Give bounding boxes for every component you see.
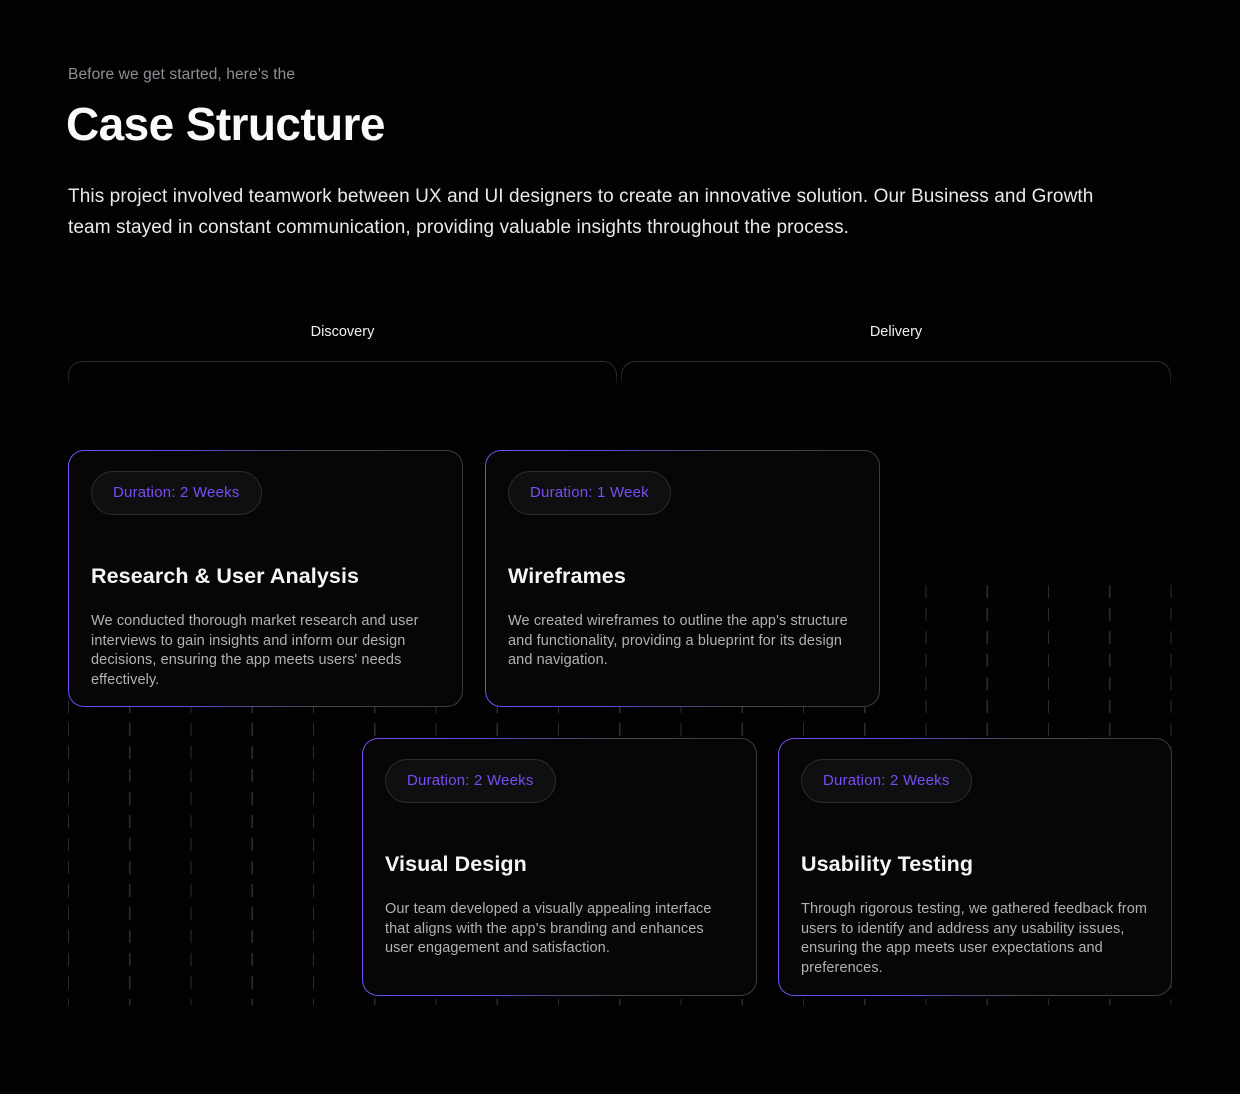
duration-badge: Duration: 2 Weeks: [801, 759, 972, 803]
phase-card-usability-testing: Duration: 2 Weeks Usability Testing Thro…: [778, 738, 1172, 996]
duration-badge-label: Duration: 2 Weeks: [407, 772, 534, 789]
phase-bracket-delivery: [621, 361, 1171, 387]
duration-badge: Duration: 2 Weeks: [385, 759, 556, 803]
phase-bracket-discovery: [68, 361, 617, 387]
card-description: Through rigorous testing, we gathered fe…: [801, 901, 1148, 976]
duration-badge-label: Duration: 2 Weeks: [113, 484, 240, 501]
page-title: Case Structure: [66, 98, 385, 150]
card-description: We conducted thorough market research an…: [91, 613, 419, 688]
duration-badge: Duration: 1 Week: [508, 471, 671, 515]
phase-label-delivery: Delivery: [869, 324, 923, 340]
duration-badge-label: Duration: 2 Weeks: [823, 772, 950, 789]
duration-badge-label: Duration: 1 Week: [530, 484, 649, 501]
phase-label-discovery: Discovery: [310, 324, 375, 340]
kicker-text: Before we get started, here’s the: [68, 66, 296, 83]
card-description: Our team developed a visually appealing …: [385, 901, 712, 956]
card-title: Visual Design: [385, 852, 527, 876]
phase-card-visual-design: Duration: 2 Weeks Visual Design Our team…: [362, 738, 757, 996]
duration-badge: Duration: 2 Weeks: [91, 471, 262, 515]
card-title: Wireframes: [508, 564, 626, 588]
card-title: Usability Testing: [801, 852, 974, 876]
card-description: We created wireframes to outline the app…: [508, 613, 848, 668]
card-title: Research & User Analysis: [91, 564, 360, 588]
page-description: This project involved teamwork between U…: [68, 186, 1094, 238]
phase-card-wireframes: Duration: 1 Week Wireframes We created w…: [485, 450, 880, 707]
phase-card-research: Duration: 2 Weeks Research & User Analys…: [68, 450, 463, 707]
